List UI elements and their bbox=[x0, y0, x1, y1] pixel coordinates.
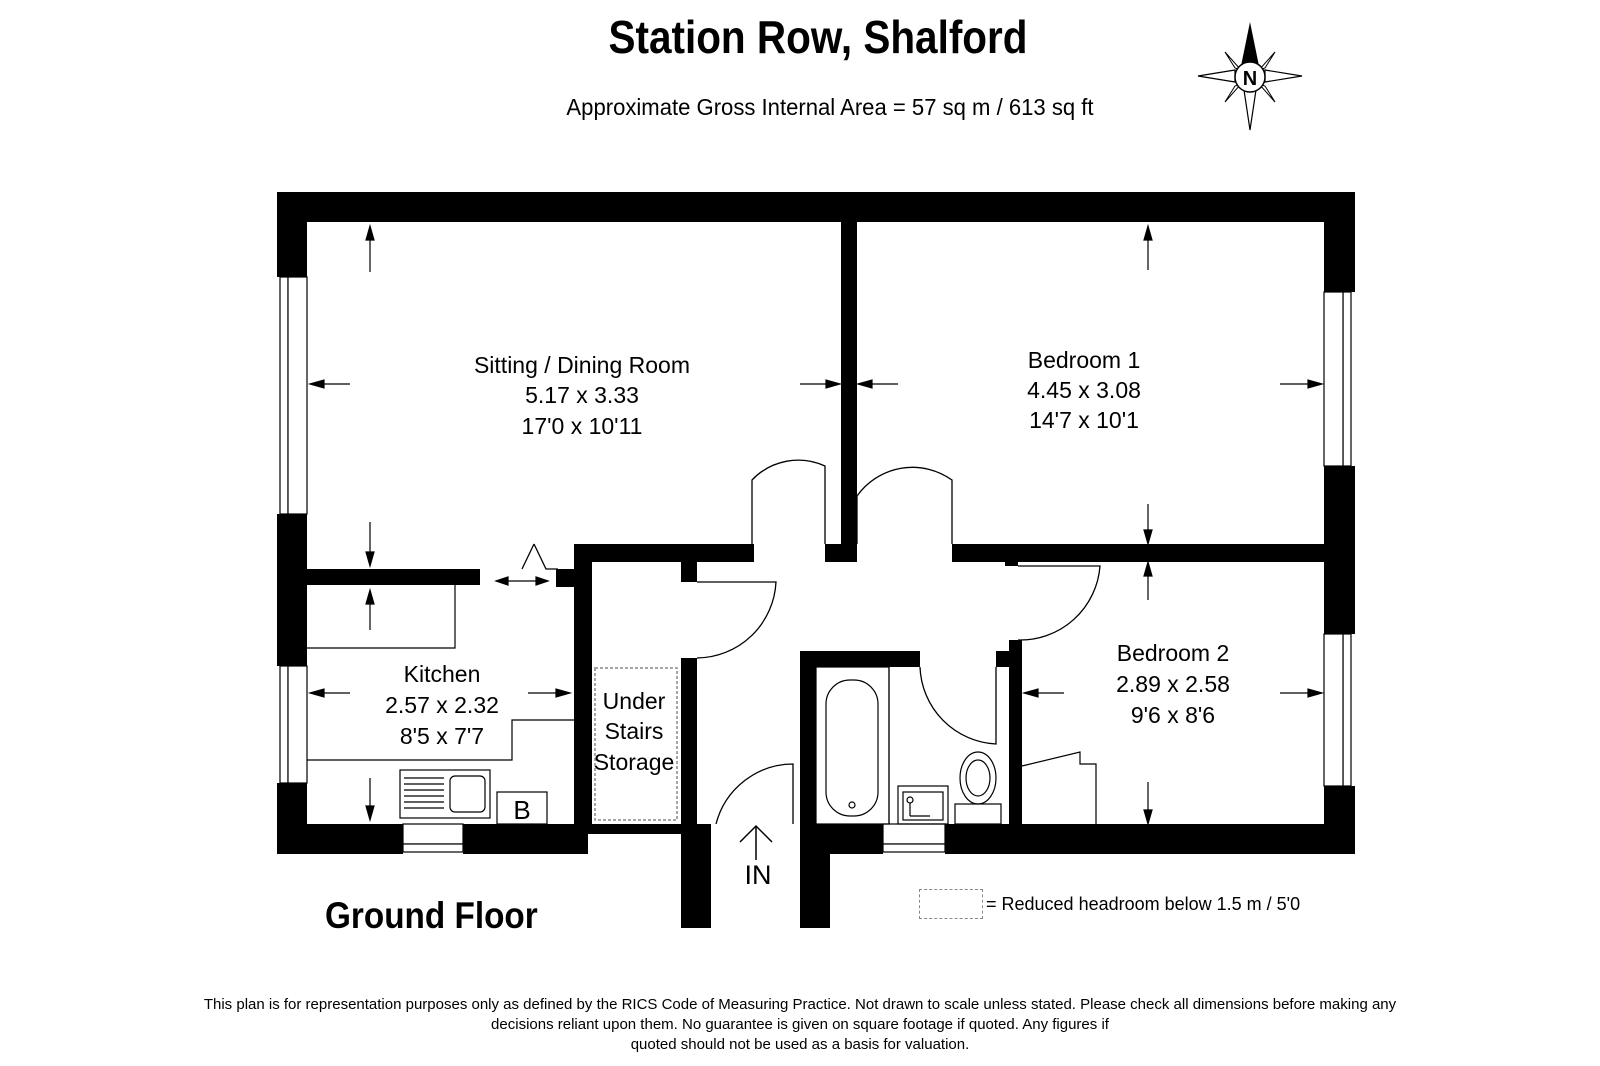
storage-headroom-area bbox=[594, 667, 678, 821]
storage-label-line2: Stairs bbox=[605, 718, 664, 744]
compass-letter: N bbox=[1243, 68, 1257, 90]
bathroom-fixtures bbox=[815, 666, 1002, 825]
sitting-room-imperial: 17'0 x 10'11 bbox=[522, 413, 643, 439]
bedroom2-imperial: 9'6 x 8'6 bbox=[1131, 702, 1215, 728]
boiler-label: B bbox=[513, 795, 530, 825]
kitchen-metric: 2.57 x 2.32 bbox=[385, 692, 499, 718]
bedroom2-name: Bedroom 2 bbox=[1117, 640, 1230, 666]
disclaimer-line1: This plan is for representation purposes… bbox=[203, 996, 1397, 1013]
disclaimer-line3: quoted should not be used as a basis for… bbox=[630, 1036, 970, 1053]
kitchen-units bbox=[307, 585, 574, 825]
bedroom1-name: Bedroom 1 bbox=[1028, 347, 1141, 373]
door-swings bbox=[521, 459, 1101, 825]
kitchen-name: Kitchen bbox=[404, 661, 481, 687]
sitting-room-metric: 5.17 x 3.33 bbox=[525, 382, 639, 408]
floor-label: Ground Floor bbox=[325, 895, 538, 936]
wardrobe bbox=[1021, 751, 1097, 824]
sitting-room-name: Sitting / Dining Room bbox=[474, 352, 690, 378]
windows bbox=[279, 276, 1352, 853]
entrance-label: IN bbox=[745, 860, 772, 890]
disclaimer-line2: decisions reliant upon them. No guarante… bbox=[491, 1016, 1109, 1033]
legend-swatch bbox=[919, 889, 983, 919]
entrance-arrow-icon bbox=[739, 824, 773, 860]
storage-label-line1: Under bbox=[603, 688, 666, 714]
dimension-arrows bbox=[307, 223, 1325, 827]
legend-text: = Reduced headroom below 1.5 m / 5'0 bbox=[986, 894, 1301, 914]
kitchen-imperial: 8'5 x 7'7 bbox=[400, 723, 484, 749]
compass-icon: N bbox=[1197, 22, 1303, 131]
bedroom1-metric: 4.45 x 3.08 bbox=[1027, 377, 1141, 403]
walls bbox=[277, 192, 1355, 928]
area-subtitle: Approximate Gross Internal Area = 57 sq … bbox=[566, 94, 1094, 120]
disclaimer: This plan is for representation purposes… bbox=[0, 995, 1600, 1055]
bedroom1-imperial: 14'7 x 10'1 bbox=[1029, 407, 1139, 433]
storage-label-line3: Storage bbox=[594, 749, 675, 775]
bedroom2-metric: 2.89 x 2.58 bbox=[1116, 671, 1230, 697]
page-title: Station Row, Shalford bbox=[608, 11, 1028, 63]
